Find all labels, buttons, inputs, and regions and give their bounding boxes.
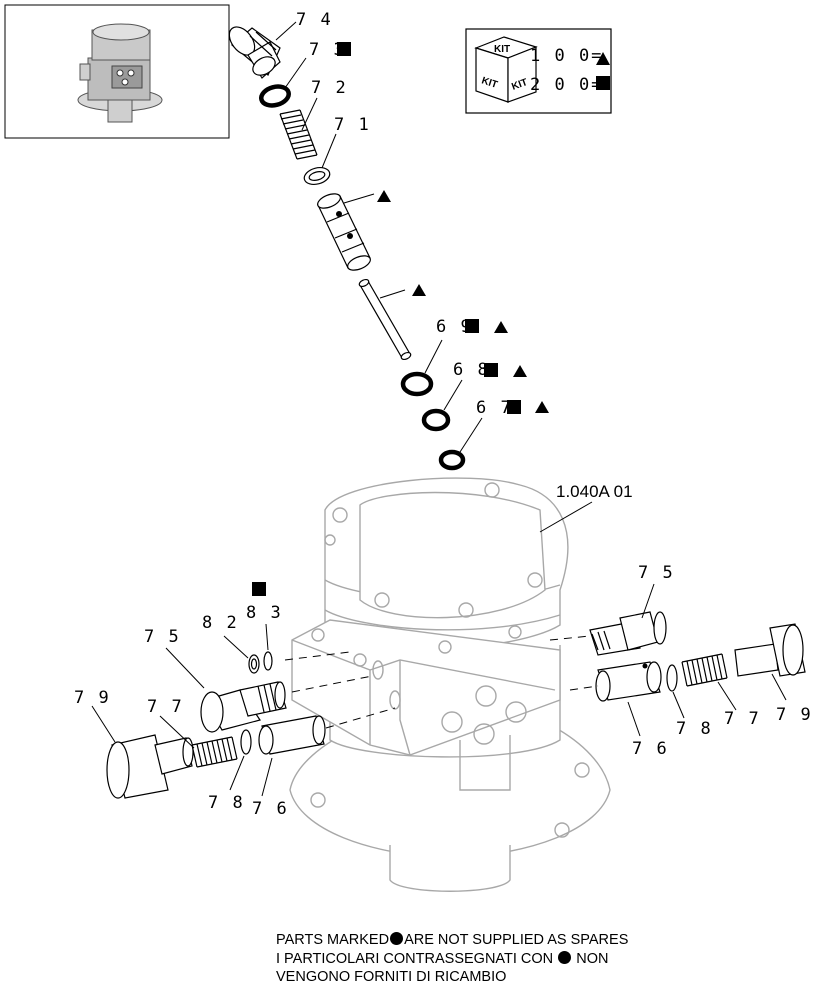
callout-75-right: 7 5 [638,563,675,583]
triangle-icon [535,401,549,413]
svg-text:KIT: KIT [494,44,510,55]
motor-assembly-icon [77,23,163,123]
part-73-ring [259,84,291,108]
callout-74: 7 4 [296,10,333,30]
svg-text:KIT: KIT [480,75,499,90]
part-72-spring [279,109,318,160]
right-valve-assembly [589,611,806,702]
callout-82: 8 2 [202,613,239,633]
part-74-cap [228,26,281,79]
square-icon [596,76,610,90]
callout-77-right: 7 7 [724,709,761,729]
kit-legend: KIT KIT KIT 1 0 0= 2 0 0= [465,28,612,114]
note-line-3: VENGONO FORNITI DI RICAMBIO [276,969,507,985]
callout-72: 7 2 [311,78,348,98]
callout-79-left: 7 9 [74,688,111,708]
square-icon [252,582,266,596]
part-68-oring [421,408,451,432]
callout-73: 7 3 [309,40,346,60]
callout-76-right: 7 6 [632,739,669,759]
note-line-2a: I PARTICOLARI CONTRASSEGNATI CON [276,950,554,967]
triangle-icon [513,365,527,377]
part-spool [317,193,371,271]
square-icon [507,400,521,414]
callout-79-right: 7 9 [776,705,813,725]
note-line-1a: PARTS MARKED [276,932,390,948]
spares-note: PARTS MARKED ARE NOT SUPPLIED AS SPARES I… [276,931,696,987]
kit-cube-icon: KIT KIT KIT [474,36,538,103]
callout-68: 6 8 [453,360,490,380]
callout-83: 8 3 [246,603,283,623]
square-icon [465,319,479,333]
callout-69: 6 9 [436,317,473,337]
callout-75-left: 7 5 [144,627,181,647]
kit-row-2: 2 0 0= [530,75,603,95]
dash-line [549,635,591,641]
callout-76-left: 7 6 [252,799,289,819]
callout-78-right: 7 8 [676,719,713,739]
part-69-oring [400,371,434,397]
dot-icon [390,932,404,945]
note-line-2b: NON [576,950,609,967]
dash-line [325,707,396,729]
svg-text:KIT: KIT [510,77,529,93]
callout-77-left: 7 7 [147,697,184,717]
reference-leader [539,501,593,533]
triangle-icon [596,52,610,65]
triangle-icon [494,321,508,333]
triangle-icon [412,284,426,296]
leaders [91,21,787,797]
square-icon [484,363,498,377]
callout-67: 6 7 [476,398,513,418]
part-rod [358,278,412,361]
dot-icon [558,950,572,964]
left-valve-assembly [106,651,326,799]
callout-78-left: 7 8 [208,793,245,813]
callout-71: 7 1 [334,115,371,135]
kit-row-1: 1 0 0= [530,46,603,66]
reference-label: 1.040A 01 [556,482,633,501]
dash-line [569,685,599,691]
motor-housing [289,477,611,892]
triangle-icon [377,190,391,202]
part-67-oring [438,449,466,471]
square-icon [337,42,351,56]
thumbnail-panel[interactable] [4,4,230,139]
dash-line [284,651,351,661]
part-71-washer [303,166,331,186]
note-line-1b: ARE NOT SUPPLIED AS SPARES [404,932,629,948]
